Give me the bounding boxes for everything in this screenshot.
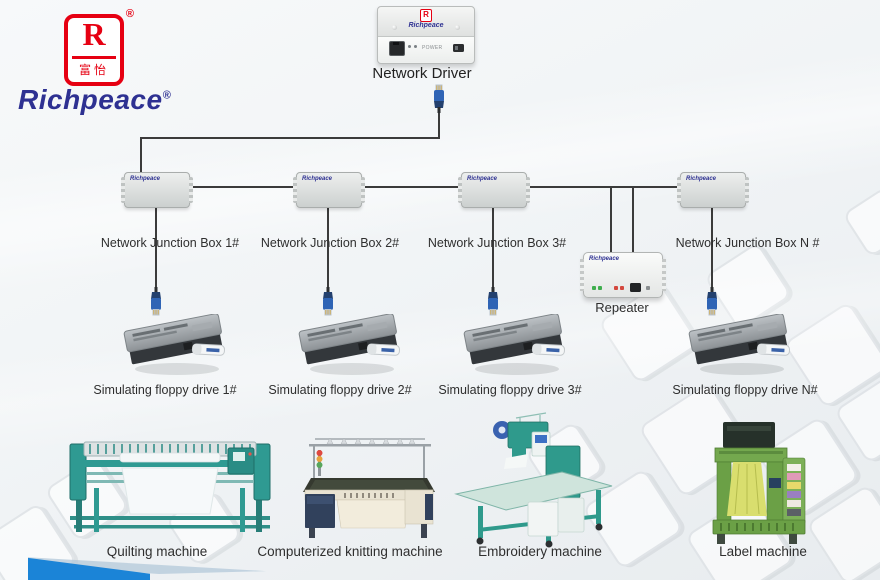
led-icon: [646, 286, 650, 290]
repeater-device: Richpeace: [580, 252, 666, 298]
label-machine-label: Label machine: [719, 544, 807, 559]
embroidery-machine-image: [454, 412, 613, 548]
network-junction-box-2: Richpeace: [293, 172, 365, 208]
network-junction-box-n: Richpeace: [677, 172, 749, 208]
led-icon: [614, 286, 618, 290]
floppy-drive-3-device: [455, 314, 575, 378]
junction-box-brand: Richpeace: [130, 176, 161, 182]
wordmark-registered-mark: ®: [162, 89, 172, 102]
floppy-drive-3-label: Simulating floppy drive 3#: [438, 383, 582, 397]
led-icon: [592, 286, 596, 290]
wire-driver-drop: [438, 111, 440, 138]
floppy-drive-1-label: Simulating floppy drive 1#: [93, 383, 237, 397]
wordmark-text: Richpeace: [18, 84, 163, 115]
junction-box-brand: Richpeace: [467, 176, 498, 182]
registered-mark: ®: [125, 8, 134, 20]
led-icon: [620, 286, 624, 290]
led-icon: [598, 286, 602, 290]
wire-box3-drop: [492, 205, 494, 289]
floppy-drive-1-device: [115, 314, 235, 378]
network-junction-box-1: Richpeace: [121, 172, 193, 208]
logo-letter: R: [82, 16, 106, 52]
rj45-plug-icon: [704, 287, 720, 317]
wire-bus-box3-boxN: [524, 186, 681, 188]
label-machine-image: [712, 422, 806, 544]
repeater-label: Repeater: [595, 300, 649, 315]
ethernet-port-icon: [389, 41, 405, 56]
network-junction-box-3: Richpeace: [458, 172, 530, 208]
logo-divider: [72, 56, 116, 59]
rj45-plug-icon: [431, 83, 447, 113]
power-switch-icon: [453, 44, 464, 52]
junction-box-brand: Richpeace: [302, 176, 333, 182]
knitting-machine-label: Computerized knitting machine: [257, 544, 443, 559]
quilting-machine-label: Quilting machine: [106, 544, 208, 559]
quilting-machine-image: [69, 441, 271, 532]
knitting-machine-image: [303, 437, 435, 538]
network-driver-label: Network Driver: [372, 65, 472, 82]
repeater-brand: Richpeace: [589, 256, 620, 262]
junction-box-brand: Richpeace: [686, 176, 717, 182]
driver-top-face: R Richpeace: [378, 7, 474, 37]
floppy-drive-2-device: [290, 314, 410, 378]
wire-box2-drop: [327, 205, 329, 289]
wire-boxN-drop: [711, 205, 713, 289]
floppy-drive-2-label: Simulating floppy drive 2#: [268, 383, 412, 397]
wire-bus-box1-box2: [187, 186, 297, 188]
wire-box1-drop: [155, 205, 157, 289]
led-icon: [408, 45, 411, 48]
led-icon: [414, 45, 417, 48]
network-driver-device: R Richpeace POWER: [377, 6, 475, 64]
wire-bus-box2-box3: [359, 186, 462, 188]
richpeace-wordmark: Richpeace®: [18, 84, 171, 116]
richpeace-logo: R 富怡 ®: [64, 8, 134, 86]
wire-repeater-out-to-bus: [632, 186, 634, 252]
wire-trunk-to-box1: [140, 137, 142, 174]
junction-box-3-label: Network Junction Box 3#: [427, 236, 567, 250]
screw-icon: [392, 25, 397, 30]
embroidery-machine-label: Embroidery machine: [478, 544, 602, 559]
screw-icon: [455, 25, 460, 30]
junction-box-n-label: Network Junction Box N #: [675, 236, 820, 250]
floppy-drive-n-device: [680, 314, 800, 378]
driver-brand-text: Richpeace: [408, 22, 444, 29]
rj45-plug-icon: [485, 287, 501, 317]
rj45-plug-icon: [320, 287, 336, 317]
driver-logo-icon: R: [420, 9, 432, 22]
logo-chinese-text: 富怡: [78, 63, 109, 77]
wire-bus-to-repeater-in: [610, 186, 612, 252]
wire-trunk-horizontal: [140, 137, 440, 139]
power-label: POWER: [422, 45, 443, 51]
rj45-plug-icon: [148, 287, 164, 317]
junction-box-2-label: Network Junction Box 2#: [260, 236, 400, 250]
floppy-drive-n-label: Simulating floppy drive N#: [672, 383, 818, 397]
driver-front-face: POWER: [378, 37, 474, 62]
ethernet-port-icon: [630, 283, 641, 292]
keyboard-key-decoration: [842, 186, 880, 258]
junction-box-1-label: Network Junction Box 1#: [100, 236, 240, 250]
